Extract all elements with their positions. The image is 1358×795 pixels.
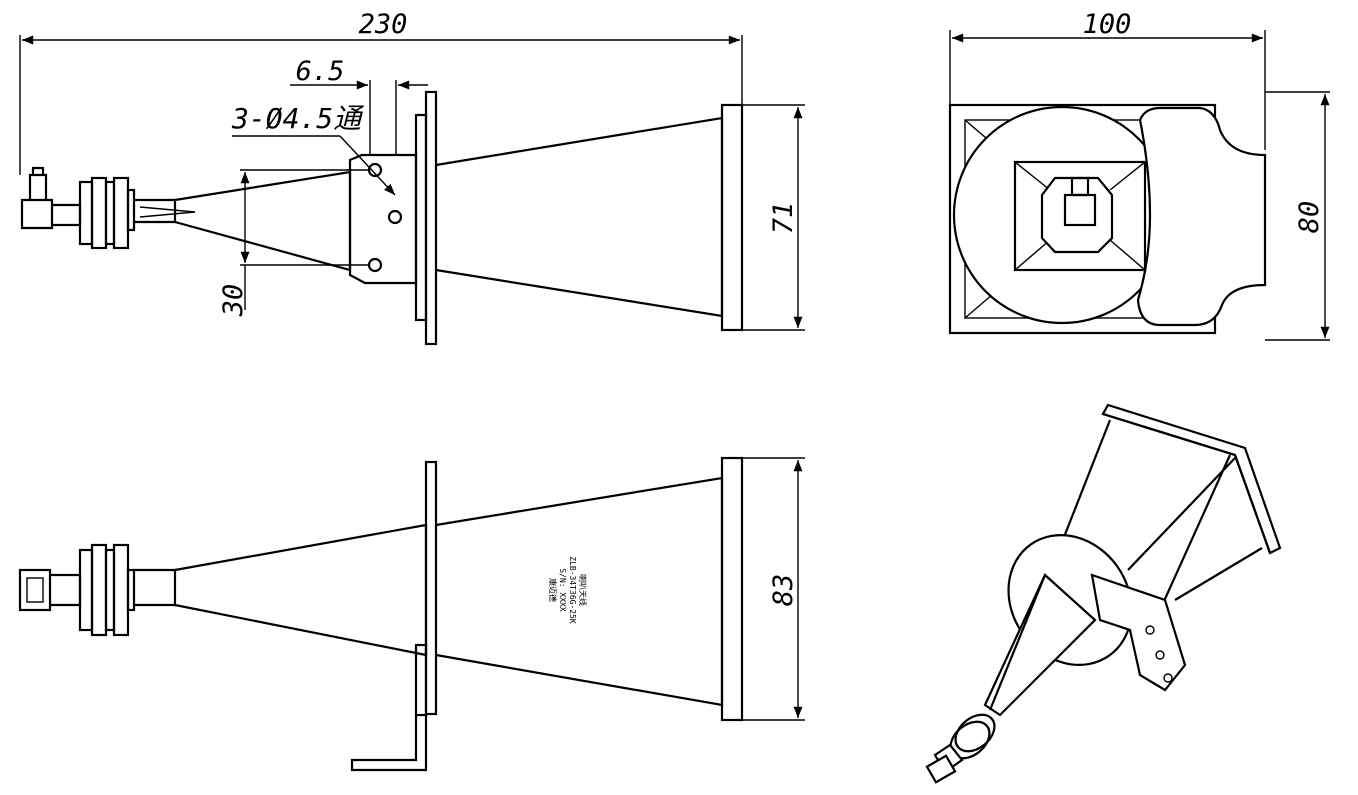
offset-dimension-label: 6.5 xyxy=(296,56,345,87)
top-aperture-label: 83 xyxy=(768,574,799,607)
nameplate-model: ZLB-34T36G-25K xyxy=(568,556,577,624)
top-flange-plate xyxy=(424,460,438,716)
top-view: 喇叭天线 ZLB-34T36G-25K S/N: XXXX 康迈德 83 xyxy=(18,456,805,772)
isometric-view xyxy=(925,403,1282,784)
length-dimension-label: 230 xyxy=(359,9,408,40)
iso-bracket xyxy=(1090,573,1187,692)
nameplate: 喇叭天线 ZLB-34T36G-25K S/N: XXXX 康迈德 xyxy=(548,556,588,624)
hole-callout-label: 3-Ø4.5通 xyxy=(231,102,365,135)
hole-pitch-label: 30 xyxy=(218,284,249,318)
aperture-flange xyxy=(720,103,744,332)
front-width-label: 100 xyxy=(1083,9,1132,40)
l-bracket xyxy=(350,714,428,772)
mounting-bracket xyxy=(348,153,418,285)
front-height-label: 80 xyxy=(1294,201,1325,234)
side-aperture-label: 71 xyxy=(768,202,799,235)
front-view: 100 80 xyxy=(948,9,1330,341)
connector-square xyxy=(18,568,52,612)
side-view: 230 6.5 3-Ø4.5通 xyxy=(19,9,805,346)
nameplate-title: 喇叭天线 xyxy=(578,574,588,606)
flange-plate xyxy=(424,90,438,346)
nameplate-brand: 康迈德 xyxy=(548,578,558,602)
connector-body xyxy=(20,198,54,230)
nameplate-serial: S/N: XXXX xyxy=(558,568,567,612)
horn-throat xyxy=(174,170,352,272)
